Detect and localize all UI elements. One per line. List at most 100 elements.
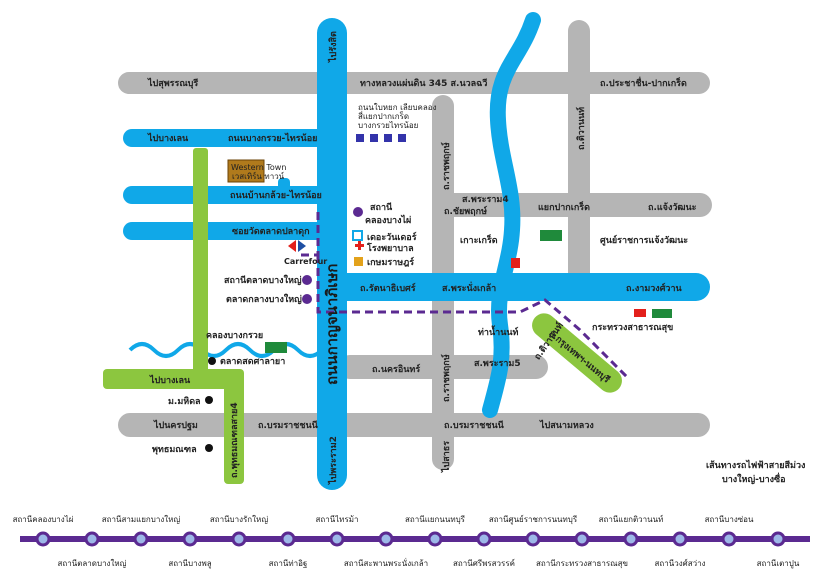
- station-khlong-bangphai-label: สถานี: [370, 202, 393, 213]
- chaengwattana-center-label: ศูนย์ราชการแจ้งวัฒนะ: [600, 234, 688, 246]
- talat-klang-bangyai-label: ตลาดกลางบางใหญ่: [226, 293, 302, 305]
- road-ratanathibet: [322, 273, 710, 301]
- label-borommaratchachonnani-w: ถ.บรมราชชนนี: [258, 420, 319, 431]
- station-dot: [329, 531, 345, 547]
- central-icon: [352, 230, 363, 241]
- central-poi: เดอะวันเดอร์: [352, 230, 417, 243]
- station-khlong-bangphai-dot: [353, 207, 363, 217]
- label-to-rangsit: ไปรังสิต: [327, 31, 339, 63]
- central-label: เดอะวันเดอร์: [367, 231, 417, 243]
- sign-line1: ถนนใบหยก เลียบคลอง: [358, 103, 437, 112]
- station-label-top: สถานีบางซ่อน: [705, 515, 754, 524]
- label-pak-kret-junction: แยกปากเกร็ด: [538, 200, 590, 213]
- label-to-rama2: ไปพระราม2: [327, 436, 339, 485]
- station-dot: [476, 531, 492, 547]
- sign-square-3: [384, 134, 392, 142]
- chao-phraya-river: [482, 12, 541, 418]
- station-label-top: สถานีแยกติวานนท์: [599, 514, 664, 524]
- station-label-top: สถานีแยกนนทบุรี: [405, 515, 466, 524]
- kasemrad-poi: เกษมราษฎร์: [354, 256, 414, 268]
- station-talat-bangyai-label: สถานีตลาดบางใหญ่: [224, 274, 302, 286]
- station-label-top: สถานีคลองบางไผ่: [13, 515, 74, 524]
- road-green-vertical: [193, 148, 208, 373]
- station-dot: [427, 531, 443, 547]
- road-kanchanaphisek: [317, 18, 347, 490]
- label-buddhamonthon: พุทธมณฑล: [152, 445, 197, 455]
- road-tiwanon: [568, 20, 590, 290]
- purple-line-bar: [20, 536, 810, 542]
- station-dot: [378, 531, 394, 547]
- legend: เส้นทางรถไฟฟ้าสายสีม่วง บางใหญ่-บางซื่อ: [706, 459, 805, 485]
- tesco-icon-salaya: [265, 342, 287, 353]
- label-to-nakhonpathom: ไปนครปฐม: [153, 419, 198, 431]
- buddhamonthon-dot: [205, 444, 213, 452]
- mahidol-poi: [205, 396, 213, 404]
- station-dot: [770, 531, 786, 547]
- station-talat-bangyai-dot: [302, 275, 312, 285]
- talat-klang-bangyai-dot: [302, 294, 312, 304]
- talat-bangyai-station-poi: สถานีตลาดบางใหญ่: [224, 274, 312, 286]
- label-chaengwattana: ถ.แจ้งวัฒนะ: [648, 202, 697, 213]
- label-ratchaphruek-s: ถ.ราชพฤกษ์: [440, 354, 452, 402]
- tesco-icon-chaengwattana: [540, 230, 562, 241]
- station-label-bottom: สถานีตลาดบางใหญ่: [58, 559, 127, 568]
- label-nakhon-in: ถ.นครอินทร์: [372, 363, 420, 375]
- label-phra-nang-klao: ส.พระนั่งเกล้า: [442, 281, 496, 294]
- mahidol-dot: [205, 396, 213, 404]
- station-khlong-bangphai-label2: คลองบางไผ่: [365, 214, 411, 226]
- road-highway-345: [118, 72, 710, 94]
- label-ngamwongwan: ถ.งามวงศ์วาน: [626, 282, 683, 294]
- label-ko-kret: เกาะเกร็ด: [460, 233, 498, 246]
- sign-line3: บางกรวยไทรน้อย: [358, 121, 418, 130]
- label-to-sanam-luang: ไปสนามหลวง: [539, 419, 594, 431]
- sign-square-2: [370, 134, 378, 142]
- legend-line1: เส้นทางรถไฟฟ้าสายสีม่วง: [706, 459, 805, 471]
- label-khlong-bangkruai: คลองบางกรวย: [206, 331, 263, 341]
- station-dot: [133, 531, 149, 547]
- station-dot: [182, 531, 198, 547]
- station-label-bottom: สถานีศรีพรสวรรค์: [453, 558, 515, 568]
- station-label-bottom: สถานีเตาปูน: [757, 559, 800, 569]
- label-kanchanaphisek: ถนนกาญจนาภิเษก: [323, 264, 341, 385]
- label-bankluai-sainoi: ถนนบ้านกล้วย-ไทรน้อย: [230, 189, 322, 201]
- carrefour-poi: Carrefour: [284, 240, 327, 266]
- label-bangkruai-sainoi: ถนนบางกรวย-ไทรน้อย: [228, 132, 317, 144]
- station-dot: [721, 531, 737, 547]
- station-dot: [35, 531, 51, 547]
- station-dot: [525, 531, 541, 547]
- kasemrad-label: เกษมราษฎร์: [367, 256, 414, 268]
- label-suphanburi: ไปสุพรรณบุรี: [147, 77, 198, 89]
- label-to-bangbuathong: ไปบางเลน: [147, 132, 189, 144]
- ministry-icon-a: [634, 309, 646, 317]
- sign-line2: สี่แยกปากเกร็ด: [358, 110, 409, 121]
- khlong-bangkruai-canal: [128, 342, 324, 358]
- label-tha-nam-nonthaburi: ท่าน้ำนนท์: [478, 325, 518, 338]
- western-town-name: Western Town: [231, 163, 286, 172]
- kasemrad-icon: [354, 257, 363, 266]
- station-dot: [623, 531, 639, 547]
- talat-klang-bangyai-poi: ตลาดกลางบางใหญ่: [226, 293, 312, 305]
- station-label-bottom: สถานีสะพานพระนั่งเกล้า: [344, 557, 428, 568]
- buddhamonthon-poi: [205, 444, 213, 452]
- ko-kret-icon: [511, 258, 520, 268]
- road-bankluai-spur: [278, 178, 290, 198]
- station-dot: [84, 531, 100, 547]
- road-borommaratchachonnani: [118, 413, 710, 437]
- road-to-banglen: [103, 369, 243, 389]
- label-rama5: ส.พระราม5: [474, 359, 521, 369]
- hospital-cross-icon: [355, 241, 364, 250]
- western-town-sub: เวสเทิร์น ทาวน์: [232, 171, 285, 181]
- road-phutthamonthon-sai4: [224, 369, 244, 484]
- road-krung-bypass: [532, 313, 622, 393]
- label-prachachuen: ถ.ประชาชื่น-ปากเกร็ด: [600, 76, 687, 89]
- chaengwattana-center-poi: ศูนย์ราชการแจ้งวัฒนะ: [540, 230, 688, 246]
- station-label-bottom: สถานีท่าอิฐ: [269, 559, 308, 568]
- station-label-top: สถานีสามแยกบางใหญ่: [102, 515, 181, 524]
- label-rama4-bridge: ส.พระราม4: [462, 195, 509, 205]
- label-tiwanon: ถ.ติวานนท์: [575, 107, 587, 150]
- label-highway-345: ทางหลวงแผ่นดิน 345 ส.นวลฉวี: [360, 78, 487, 89]
- label-soi-talad-pladuk: ซอยวัดตลาดปลาดุก: [232, 226, 310, 237]
- green-roads: [103, 148, 622, 484]
- station-label-bottom: สถานีกระทรวงสาธารณสุข: [536, 559, 628, 568]
- station-labels: สถานีคลองบางไผ่สถานีตลาดบางใหญ่ สถานีสามแ…: [13, 514, 800, 569]
